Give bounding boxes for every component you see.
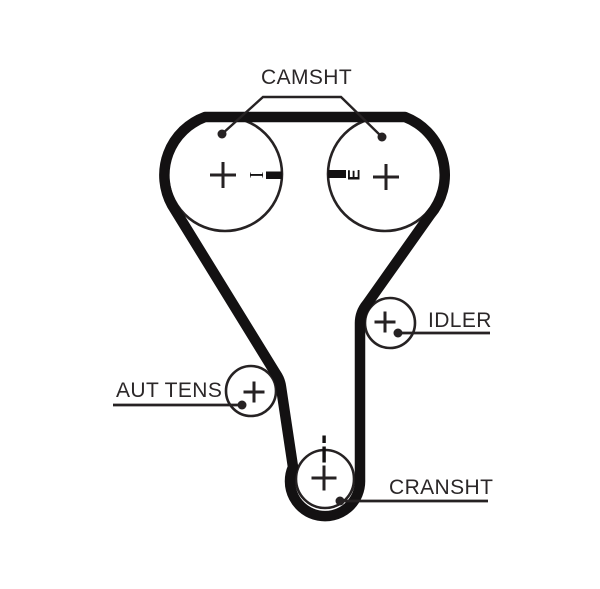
camshaft-leader-dot-left [217,129,227,139]
left-cam-letter-mark: I [245,172,267,179]
crankshaft-timing-mark-line [322,446,326,463]
right-cam-letter-mark: E [345,169,364,180]
crankshaft-timing-mark-dash [322,435,326,443]
camshaft-label: CAMSHT [261,66,353,89]
auto-tensioner-label: AUT TENS [116,379,223,402]
tensioner-leader-dot [237,400,247,410]
left-cam-timing-mark-bar [266,171,282,179]
timing-belt [159,111,450,522]
crankshaft-label: CRANSHT [389,476,494,499]
tensioner-pulley [224,364,278,418]
right-cam-timing-mark-bar [328,170,346,178]
idler-label: IDLER [428,309,492,332]
plus-mark-icon [210,162,399,491]
crankshaft-leader-dot [335,496,345,506]
idler-leader-dot [393,328,403,338]
camshaft-leader-line [221,95,383,138]
camshaft-leader-dot-right [377,132,387,142]
